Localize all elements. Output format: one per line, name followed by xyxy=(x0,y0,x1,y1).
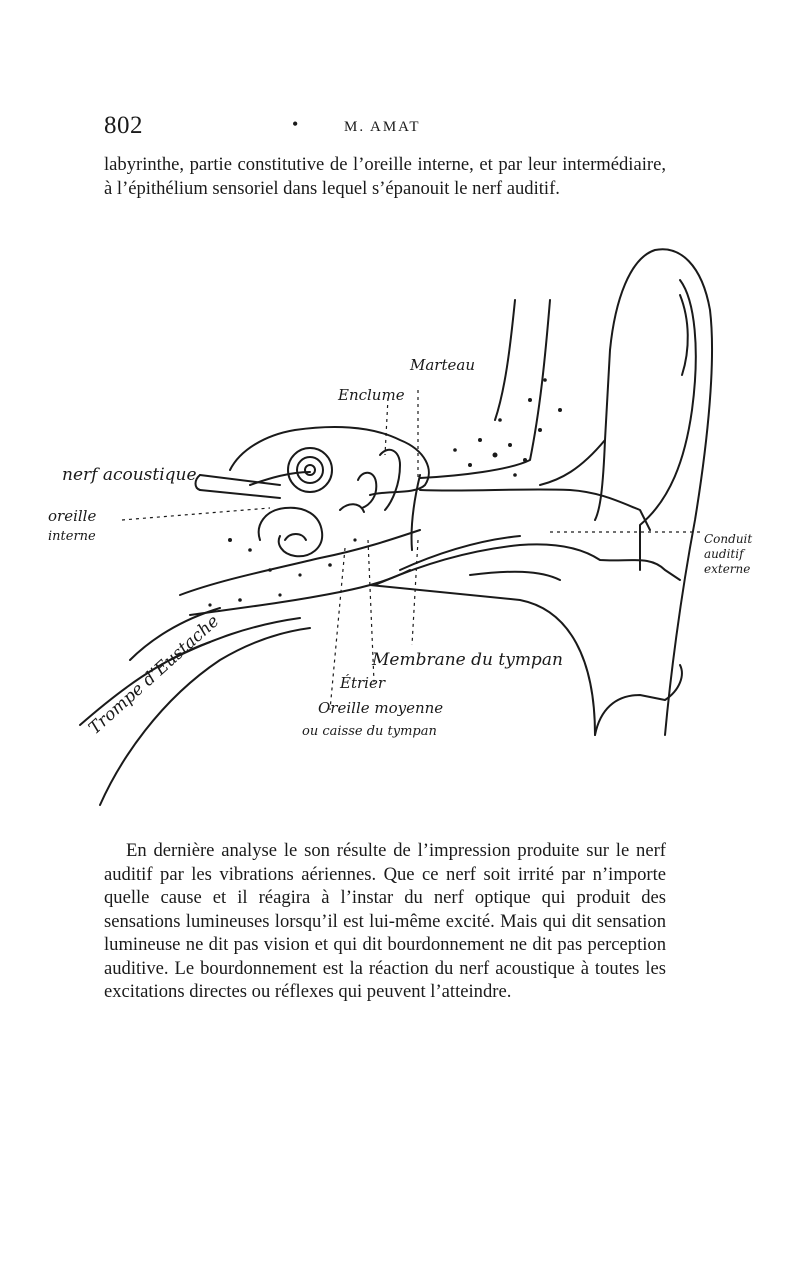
tympanic-membrane xyxy=(410,474,421,551)
label-nerf-acoustique: nerf acoustique xyxy=(62,465,197,485)
label-oreille-moyenne: Oreille moyenne xyxy=(318,699,443,717)
stapes xyxy=(339,503,365,513)
running-head: 802 • M. AMAT xyxy=(104,112,664,144)
label-caisse: ou caisse du tympan xyxy=(302,724,437,739)
semicircular-canal xyxy=(257,506,324,558)
auricle-outer xyxy=(594,248,713,736)
label-conduit: Conduit xyxy=(704,532,752,546)
leader-lines xyxy=(121,390,702,711)
header-dot: • xyxy=(292,114,299,134)
ear-anatomy-figure: Marteau Enclume nerf acoustique oreille … xyxy=(40,240,780,815)
canal-top xyxy=(419,488,651,531)
bone-speckles xyxy=(208,378,562,607)
paragraph-bottom: En dernière analyse le son résulte de l’… xyxy=(104,840,666,1002)
label-enclume: Enclume xyxy=(337,386,405,404)
running-head-author: M. AMAT xyxy=(344,119,421,135)
label-membrane: Membrane du tympan xyxy=(371,650,563,670)
acoustic-nerve xyxy=(199,474,281,499)
canal-bottom xyxy=(374,543,681,586)
bone-lower xyxy=(369,584,596,736)
paragraph-top: labyrinthe, partie constitutive de l’ore… xyxy=(104,154,666,199)
label-externe: externe xyxy=(704,562,750,576)
ear-drawing: Marteau Enclume nerf acoustique oreille … xyxy=(48,248,752,806)
incus xyxy=(357,471,378,509)
eustachian-tube-bottom xyxy=(99,627,311,806)
malleus xyxy=(379,448,401,511)
label-etrier: Étrier xyxy=(339,674,386,692)
bone-upper xyxy=(419,299,551,479)
auricle-inner xyxy=(639,279,697,571)
label-oreille: oreille xyxy=(48,507,96,525)
cochlea-outer xyxy=(287,447,333,493)
label-auditif: auditif xyxy=(704,547,746,561)
temporal-bone xyxy=(229,426,430,496)
auricle-lobe xyxy=(594,664,683,736)
label-interne: interne xyxy=(48,529,96,544)
label-marteau: Marteau xyxy=(409,356,475,374)
page-number: 802 xyxy=(104,112,143,139)
